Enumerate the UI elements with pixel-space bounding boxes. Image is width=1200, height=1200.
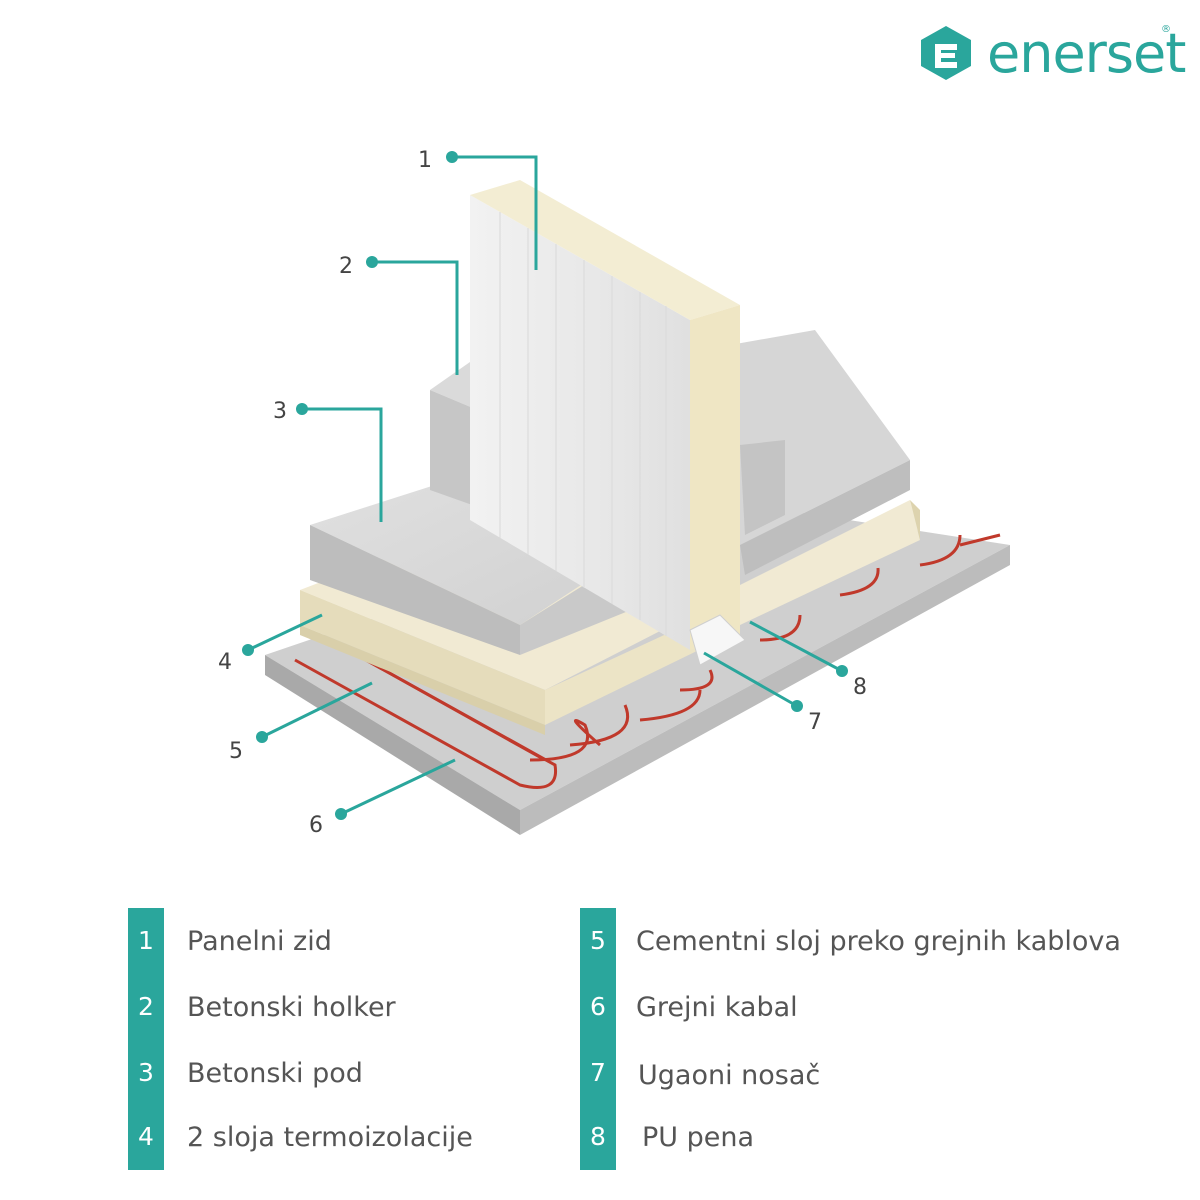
right-concrete-floor (730, 330, 910, 575)
right-insulation (740, 500, 920, 625)
legend-number: 3 (138, 1058, 154, 1087)
legend-label: Panelni zid (187, 926, 332, 957)
legend-bar-right (580, 908, 616, 1170)
legend-label: Betonski pod (187, 1058, 363, 1089)
legend-label: Cementni sloj preko grejnih kablova (636, 926, 1121, 957)
legend-number: 5 (590, 926, 606, 955)
callout-number-5: 5 (229, 739, 243, 764)
legend-number: 8 (590, 1122, 606, 1151)
angle-bracket (689, 614, 746, 666)
legend-label: Ugaoni nosač (638, 1060, 821, 1091)
callout-leaders (247, 155, 843, 816)
legend-label: 2 sloja termoizolacije (187, 1122, 473, 1153)
callout-number-1: 1 (418, 148, 432, 173)
brand-name: enerset (987, 22, 1186, 85)
legend-number: 4 (138, 1122, 154, 1151)
legend-bar-left (128, 908, 164, 1170)
legend-number: 7 (590, 1058, 606, 1087)
callout-number-8: 8 (853, 675, 867, 700)
callout-number-3: 3 (273, 399, 287, 424)
callout-dots (242, 151, 848, 820)
callout-number-7: 7 (808, 710, 822, 735)
legend-number: 1 (138, 926, 154, 955)
legend-label: Betonski holker (187, 992, 396, 1023)
callout-number-6: 6 (309, 813, 323, 838)
legend-number: 2 (138, 992, 154, 1021)
registered-mark: ® (1161, 24, 1171, 35)
legend-label: PU pena (642, 1122, 755, 1153)
callout-number-2: 2 (339, 254, 353, 279)
legend-label: Grejni kabal (636, 992, 798, 1023)
legend-number: 6 (590, 992, 606, 1021)
callout-number-4: 4 (218, 650, 232, 675)
enerset-logo: enerset ® (915, 22, 1186, 86)
enerset-logo-icon (921, 26, 975, 80)
floor-section-diagram: 1 2 3 4 5 6 7 8 (218, 148, 1010, 838)
